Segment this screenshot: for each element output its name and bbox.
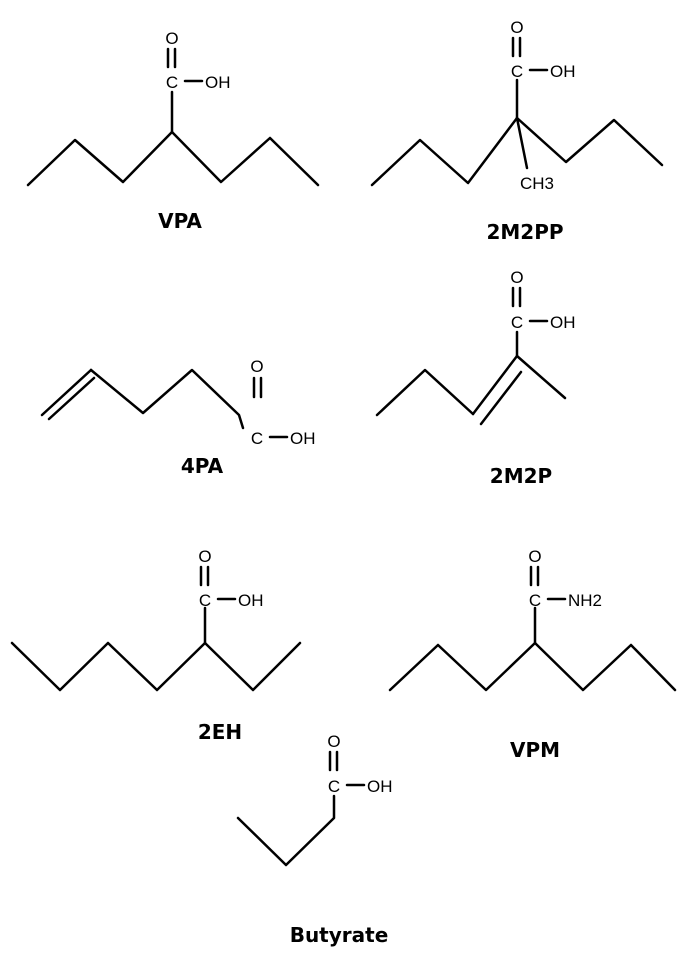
butyrate-carbon-label: C [328,777,340,796]
molecule-butyrate: O C OH Butyrate [236,732,393,947]
2m2p-double-bond-outer [471,354,519,416]
2m2pp-hydroxyl-label: OH [550,62,576,81]
vpa-name-label: VPA [158,209,202,233]
vpa-hydroxyl-label: OH [205,73,231,92]
4pa-carbon-label: C [251,429,263,448]
2eh-carbon-label: C [199,591,211,610]
vpa-carbon-label: C [166,73,178,92]
4pa-carbon-chain [89,368,245,430]
2m2pp-name-label: 2M2PP [486,220,563,244]
2m2pp-carbon-chain [370,116,664,187]
2m2p-carbon-chain [375,368,475,417]
2eh-name-label: 2EH [198,720,242,744]
4pa-hydroxyl-label: OH [290,429,316,448]
molecule-vpm: O C NH2 VPM [388,547,677,762]
2m2p-methyl-bond [515,354,567,400]
vpm-name-label: VPM [510,738,560,762]
vpm-amine-label: NH2 [568,591,602,610]
2m2p-double-bond-inner [479,370,523,426]
2eh-oxygen-label: O [198,547,211,566]
2m2p-name-label: 2M2P [490,464,552,488]
molecule-2eh: O C OH 2EH [10,547,302,744]
molecule-vpa: O C OH VPA [26,29,320,233]
2m2pp-carbon-label: C [511,62,523,81]
2m2p-carbon-label: C [511,313,523,332]
molecule-2m2p: O C OH 2M2P [375,268,576,488]
butyrate-hydroxyl-label: OH [367,777,393,796]
butyrate-oxygen-label: O [327,732,340,751]
vpm-carbon-label: C [529,591,541,610]
vpa-carbon-chain [26,130,320,187]
2m2pp-methyl-label: CH3 [520,174,554,193]
molecule-4pa: O C OH 4PA [40,357,316,478]
vpa-oxygen-label: O [165,29,178,48]
2m2pp-methyl-bond [515,116,529,170]
vpm-carbon-chain [388,641,677,692]
2m2pp-oxygen-label: O [510,18,523,37]
4pa-terminal-double-bond-inner [47,376,96,421]
molecule-2m2pp: O C OH CH3 2M2PP [370,18,664,244]
butyrate-name-label: Butyrate [290,923,389,947]
4pa-oxygen-label: O [250,357,263,376]
butyrate-carbon-chain [236,794,336,867]
vpm-oxygen-label: O [528,547,541,566]
2m2p-oxygen-label: O [510,268,523,287]
2eh-carbon-chain [10,641,302,692]
2eh-hydroxyl-label: OH [238,591,264,610]
4pa-name-label: 4PA [181,454,224,478]
4pa-terminal-double-bond-outer [40,368,93,417]
2m2p-hydroxyl-label: OH [550,313,576,332]
